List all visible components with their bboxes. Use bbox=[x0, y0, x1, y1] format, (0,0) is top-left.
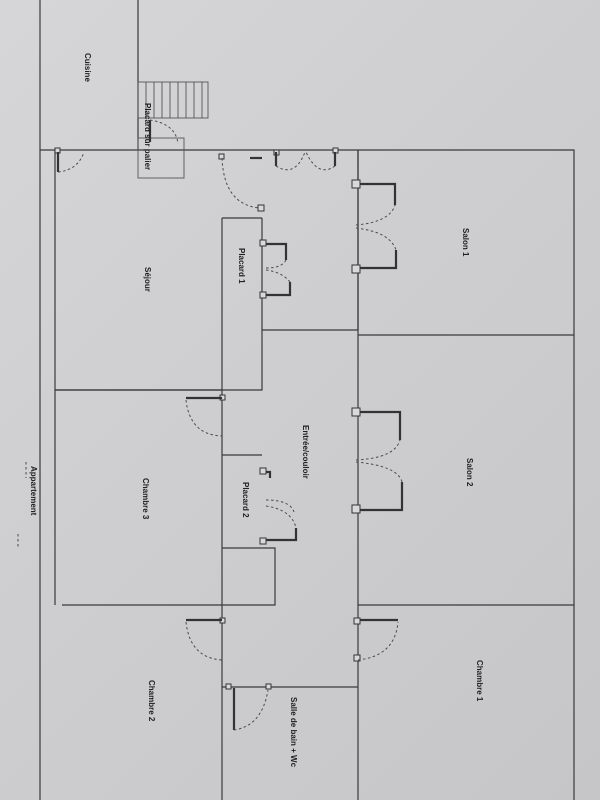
label-salon2: Salon 2 bbox=[465, 458, 474, 487]
label-chambre3: Chambre 3 bbox=[141, 478, 150, 520]
placard-palier-box bbox=[137, 137, 185, 179]
salon-division bbox=[358, 334, 574, 606]
label-chambre1: Chambre 1 bbox=[475, 660, 484, 702]
door-sejour bbox=[218, 153, 265, 212]
door-salon2-bottom bbox=[351, 461, 404, 514]
door-salon2-top bbox=[351, 407, 402, 461]
label-appartement: Appartement bbox=[29, 466, 38, 516]
label-entree: Entrée/couloir bbox=[301, 425, 310, 479]
door-entree-left bbox=[273, 149, 306, 171]
door-placard-palier bbox=[148, 119, 179, 145]
label-placard-palier: Placard sur palier bbox=[143, 103, 152, 171]
door-chambre1 bbox=[353, 617, 399, 662]
door-placard2 bbox=[259, 467, 298, 545]
outer-wall bbox=[39, 0, 575, 800]
door-kitchen bbox=[54, 147, 85, 173]
door-entree-right bbox=[305, 147, 339, 171]
door-chambre3-top bbox=[185, 394, 226, 437]
door-salon1-top bbox=[351, 179, 397, 226]
label-placard1: Placard 1 bbox=[237, 248, 246, 284]
label-cuisine: Cuisine bbox=[83, 53, 92, 82]
stair-icon bbox=[137, 81, 209, 119]
label-sdb: Salle de bain + Wc bbox=[289, 697, 298, 768]
door-sdb bbox=[225, 683, 272, 731]
label-salon1: Salon 1 bbox=[461, 228, 470, 257]
sejour-walls bbox=[54, 217, 263, 605]
label-chambre2: Chambre 2 bbox=[147, 680, 156, 722]
door-salon1-bottom bbox=[351, 227, 398, 274]
placard2-walls bbox=[222, 454, 276, 606]
label-sejour: Séjour bbox=[143, 267, 152, 292]
label-placard2: Placard 2 bbox=[241, 482, 250, 518]
door-placard1 bbox=[259, 239, 292, 299]
door-chambre2 bbox=[185, 617, 226, 661]
